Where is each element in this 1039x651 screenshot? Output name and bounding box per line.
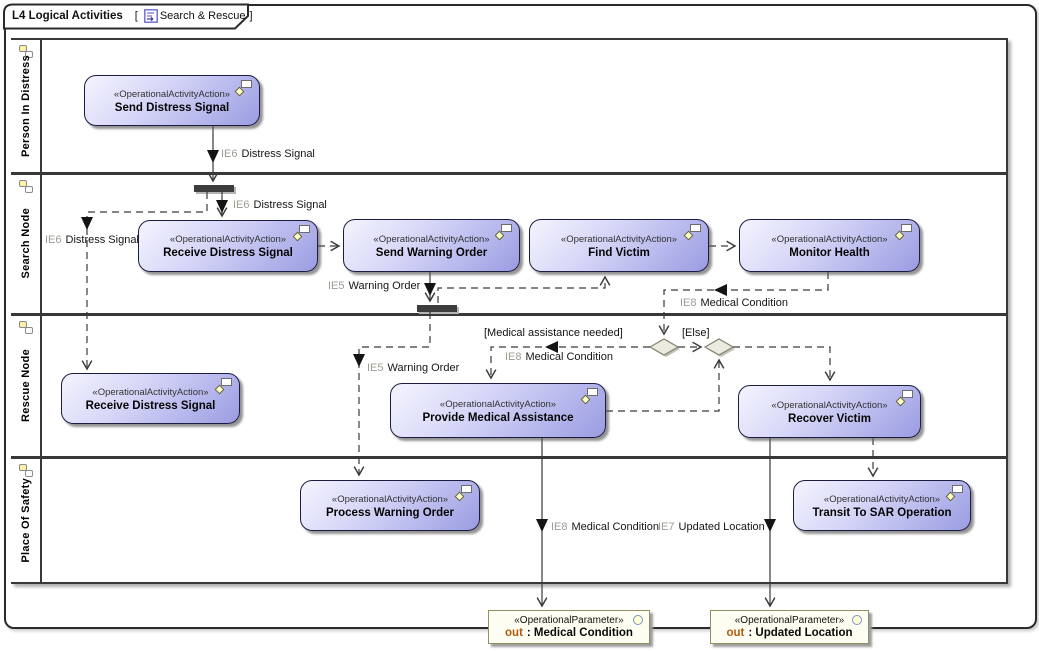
flow-provide-medical-to-medical-condition[interactable] xyxy=(536,438,548,608)
parameter-text: out: Updated Location xyxy=(726,627,853,639)
flow-provide-medical-to-merge[interactable] xyxy=(606,358,725,412)
lane-separator-2[interactable] xyxy=(11,313,1008,316)
flow-fork2-to-find-victim[interactable] xyxy=(437,275,611,303)
stereotype-label: «OperationalActivityAction» xyxy=(823,493,941,505)
parameter-pin-icon xyxy=(852,615,862,625)
behavior-note-icon xyxy=(454,485,472,502)
behavior-note-icon xyxy=(895,390,913,407)
activity-diagram-icon xyxy=(143,9,158,23)
stereotype-label: «OperationalParameter» xyxy=(734,615,845,626)
stereotype-label: «OperationalActivityAction» xyxy=(113,88,231,100)
lane-header-rescue-node[interactable]: Rescue Node xyxy=(11,315,42,456)
lane-header-search-node[interactable]: Search Node xyxy=(11,174,42,313)
parameter-pin-icon xyxy=(633,615,643,625)
behavior-note-icon xyxy=(214,378,232,395)
stereotype-label: «OperationalActivityAction» xyxy=(439,398,557,410)
performer-icon xyxy=(18,179,33,193)
behavior-note-icon xyxy=(494,224,512,241)
performer-icon xyxy=(18,463,33,477)
diagram-tab-shape xyxy=(3,3,249,30)
diagram-title: L4 Logical Activities xyxy=(12,10,123,22)
flow-merge-to-recover-victim[interactable] xyxy=(733,346,836,382)
performer-icon xyxy=(18,45,33,58)
diagram-tab[interactable]: L4 Logical Activities [ Search & Rescue … xyxy=(12,7,257,25)
action-find-victim[interactable]: «OperationalActivityAction» Find Victim xyxy=(529,219,709,272)
flow-recover-victim-to-updated-location[interactable] xyxy=(764,438,776,608)
behavior-note-icon xyxy=(945,485,963,502)
action-name: Transit To SAR Operation xyxy=(812,506,952,519)
action-name: Recover Victim xyxy=(788,412,871,425)
lane-header-person-in-distress[interactable]: Person In Distress xyxy=(11,40,42,172)
fork-node-1[interactable] xyxy=(194,185,236,194)
behavior-note-icon xyxy=(292,225,310,242)
guard-else: [Else] xyxy=(682,327,710,339)
stereotype-label: «OperationalActivityAction» xyxy=(169,234,287,245)
behavior-note-icon xyxy=(683,224,701,241)
action-provide-medical-assistance[interactable]: «OperationalActivityAction» Provide Medi… xyxy=(390,383,606,438)
action-receive-distress-signal-search[interactable]: «OperationalActivityAction» Receive Dist… xyxy=(138,220,318,272)
action-name: Receive Distress Signal xyxy=(163,247,293,259)
tab-close-bracket: ] xyxy=(249,10,253,22)
lane-separator-3[interactable] xyxy=(11,456,1008,459)
action-name: Find Victim xyxy=(588,246,650,259)
lane-header-place-of-safety[interactable]: Place Of Safety xyxy=(11,458,42,582)
behavior-note-icon xyxy=(234,80,252,97)
action-send-warning-order[interactable]: «OperationalActivityAction» Send Warning… xyxy=(343,219,520,272)
diagram-name: Search & Rescue xyxy=(159,10,246,22)
stereotype-label: «OperationalActivityAction» xyxy=(331,493,449,505)
action-transit-to-sar-operation[interactable]: «OperationalActivityAction» Transit To S… xyxy=(793,480,971,531)
action-name: Send Warning Order xyxy=(375,246,488,259)
parameter-text: out: Medical Condition xyxy=(505,627,633,639)
action-name: Send Distress Signal xyxy=(114,101,230,114)
action-monitor-health[interactable]: «OperationalActivityAction» Monitor Heal… xyxy=(739,219,920,272)
parameter-updated-location[interactable]: «OperationalParameter» out: Updated Loca… xyxy=(710,610,869,644)
performer-icon xyxy=(18,320,33,334)
action-name: Process Warning Order xyxy=(325,506,455,519)
stereotype-label: «OperationalActivityAction» xyxy=(560,233,678,245)
fork-node-2[interactable] xyxy=(417,305,459,314)
action-process-warning-order[interactable]: «OperationalActivityAction» Process Warn… xyxy=(300,480,480,531)
flow-send-distress-to-fork[interactable] xyxy=(207,126,219,183)
stereotype-label: «OperationalActivityAction» xyxy=(771,399,888,411)
merge-node[interactable] xyxy=(703,338,735,357)
action-name: Monitor Health xyxy=(789,246,870,259)
flow-send-warning-to-fork[interactable] xyxy=(424,272,436,303)
behavior-note-icon xyxy=(580,388,598,405)
guard-medical-assistance-needed: [Medical assistance needed] xyxy=(484,327,623,339)
decision-node[interactable] xyxy=(648,338,680,357)
stereotype-label: «OperationalParameter» xyxy=(514,615,624,626)
flow-fork2-to-process-warning[interactable] xyxy=(353,312,431,477)
action-recover-victim[interactable]: «OperationalActivityAction» Recover Vict… xyxy=(738,385,921,438)
lane-separator-1[interactable] xyxy=(11,172,1008,175)
stereotype-label: «OperationalActivityAction» xyxy=(771,233,888,245)
flow-fork-to-receive-rescue[interactable] xyxy=(81,192,208,371)
flow-decision-to-provide-medical[interactable] xyxy=(485,341,650,380)
flow-fork-to-receive-search[interactable] xyxy=(216,192,228,218)
action-receive-distress-signal-rescue[interactable]: «OperationalActivityAction» Receive Dist… xyxy=(61,373,240,424)
parameter-medical-condition[interactable]: «OperationalParameter» out: Medical Cond… xyxy=(488,610,650,644)
behavior-note-icon xyxy=(894,224,912,241)
stereotype-label: «OperationalActivityAction» xyxy=(373,233,490,245)
action-send-distress-signal[interactable]: «OperationalActivityAction» Send Distres… xyxy=(84,75,260,126)
action-name: Provide Medical Assistance xyxy=(422,411,574,424)
flow-monitor-health-to-decision[interactable] xyxy=(658,272,829,336)
stereotype-label: «OperationalActivityAction» xyxy=(92,386,209,398)
tab-open-bracket: [ xyxy=(134,10,138,22)
action-name: Receive Distress Signal xyxy=(85,399,216,412)
